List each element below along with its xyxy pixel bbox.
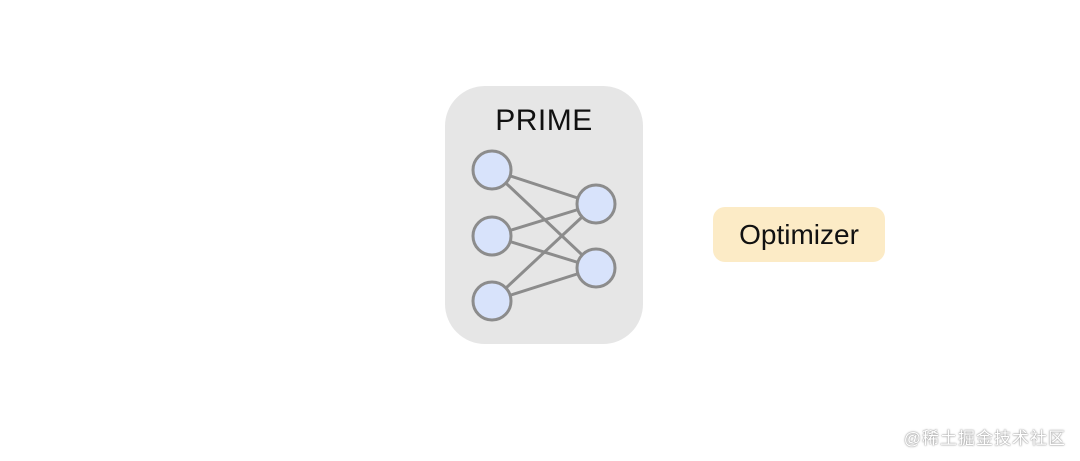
prime-title: PRIME bbox=[495, 104, 593, 137]
optimizer-label: Optimizer bbox=[739, 218, 859, 250]
input-node bbox=[471, 149, 513, 191]
optimizer-box: Optimizer bbox=[713, 207, 885, 262]
output-node bbox=[575, 247, 617, 289]
input-node bbox=[471, 280, 513, 322]
input-node bbox=[471, 215, 513, 257]
watermark: @稀土掘金技术社区 bbox=[903, 429, 1066, 448]
network-edge bbox=[490, 202, 598, 303]
network-nodes bbox=[471, 149, 617, 322]
output-node bbox=[575, 183, 617, 225]
